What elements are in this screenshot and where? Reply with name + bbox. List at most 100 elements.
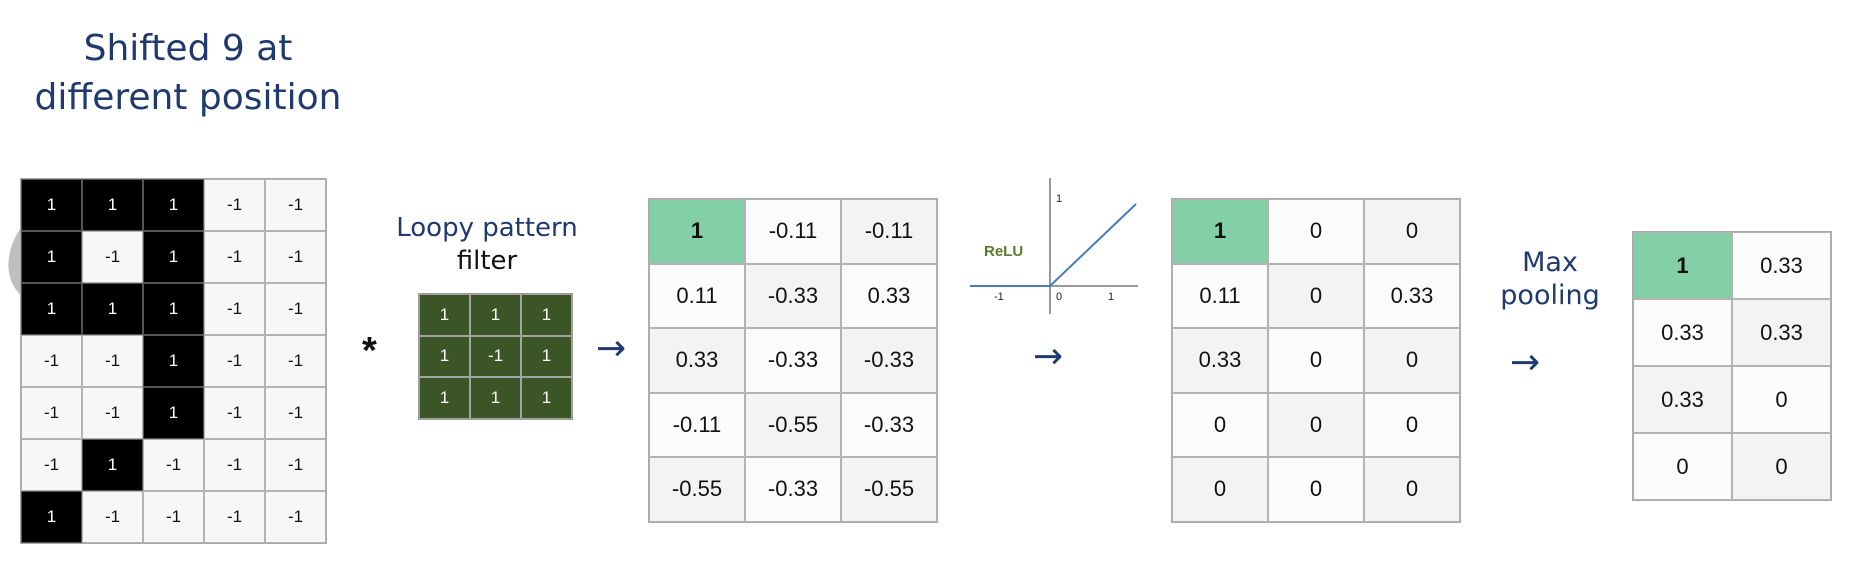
- relu-output-cell: 0: [1268, 263, 1364, 328]
- filter-title-line-1: Loopy pattern: [396, 213, 578, 243]
- input-cell: -1: [21, 387, 82, 439]
- arrow-right-icon: →: [1510, 342, 1541, 383]
- input-cell: -1: [265, 491, 326, 543]
- input-cell: -1: [143, 491, 204, 543]
- conv-output-cell: -0.55: [649, 457, 745, 522]
- pool-output-cell: 0: [1732, 366, 1831, 433]
- conv-output-cell: -0.33: [745, 263, 841, 328]
- input-cell: -1: [265, 387, 326, 439]
- filter-title: Loopy pattern filter: [382, 212, 592, 278]
- relu-plot: ReLU 1 -1 0 1: [970, 178, 1138, 314]
- convolution-operator: *: [362, 330, 377, 372]
- conv-output-cell: 0.11: [649, 263, 745, 328]
- relu-label: ReLU: [984, 243, 1023, 260]
- conv-output-cell: -0.33: [745, 457, 841, 522]
- input-cell: 1: [82, 179, 143, 231]
- filter-title-line-2: filter: [456, 246, 518, 276]
- input-cell: -1: [82, 335, 143, 387]
- pool-output-cell: 0.33: [1732, 299, 1831, 366]
- filter-cell: 1: [419, 335, 470, 377]
- input-cell: -1: [143, 439, 204, 491]
- conv-output-cell: -0.11: [841, 199, 937, 264]
- input-cell: 1: [143, 387, 204, 439]
- pool-label-line-1: Max: [1522, 247, 1578, 278]
- filter-cell: 1: [470, 377, 521, 419]
- input-cell: -1: [204, 231, 265, 283]
- input-cell: 1: [143, 335, 204, 387]
- filter-cell: 1: [470, 294, 521, 336]
- relu-output-cell: 1: [1172, 199, 1268, 264]
- pool-output-cell: 0.33: [1633, 366, 1732, 433]
- conv-output-cell: 1: [649, 199, 745, 264]
- input-cell: 1: [143, 179, 204, 231]
- input-cell: -1: [82, 387, 143, 439]
- relu-output-cell: 0.11: [1172, 263, 1268, 328]
- input-cell: 1: [21, 491, 82, 543]
- relu-output-cell: 0: [1268, 199, 1364, 264]
- input-cell: 1: [143, 283, 204, 335]
- input-cell: -1: [204, 439, 265, 491]
- input-cell: -1: [204, 387, 265, 439]
- input-cell: 1: [143, 231, 204, 283]
- relu-output-cell: 0.33: [1172, 328, 1268, 393]
- conv-output-cell: -0.55: [841, 457, 937, 522]
- input-cell: -1: [82, 231, 143, 283]
- arrow-right-icon: →: [1033, 336, 1064, 377]
- relu-output-cell: 0: [1364, 392, 1460, 457]
- pool-output-cell: 0.33: [1633, 299, 1732, 366]
- relu-output-cell: 0.33: [1364, 263, 1460, 328]
- input-cell: -1: [21, 439, 82, 491]
- filter-cell: 1: [521, 377, 572, 419]
- title-line-2: different position: [34, 77, 342, 118]
- filter-cell: -1: [470, 335, 521, 377]
- conv-output-cell: -0.33: [841, 328, 937, 393]
- input-cell: -1: [204, 283, 265, 335]
- relu-output-cell: 0: [1268, 328, 1364, 393]
- arrow-right-icon: →: [596, 328, 627, 369]
- conv-output-cell: -0.33: [745, 328, 841, 393]
- pool-output-cell: 0.33: [1732, 232, 1831, 299]
- input-cell: -1: [265, 335, 326, 387]
- pool-output-cell: 0: [1732, 433, 1831, 500]
- conv-output-cell: -0.55: [745, 392, 841, 457]
- relu-x-tick-neg1: -1: [994, 291, 1004, 303]
- relu-x-tick-0: 0: [1056, 291, 1062, 303]
- relu-output-cell: 0: [1172, 392, 1268, 457]
- input-cell: 1: [82, 439, 143, 491]
- input-cell: 1: [21, 283, 82, 335]
- pool-label-line-2: pooling: [1500, 280, 1600, 311]
- input-cell: 1: [82, 283, 143, 335]
- relu-output-cell: 0: [1364, 328, 1460, 393]
- input-cell: -1: [21, 335, 82, 387]
- relu-output-cell: 0: [1268, 392, 1364, 457]
- pool-output-cell: 1: [1633, 232, 1732, 299]
- input-cell: -1: [204, 491, 265, 543]
- relu-output-cell: 0: [1268, 457, 1364, 522]
- conv-output-cell: -0.11: [649, 392, 745, 457]
- page-title: Shifted 9 at different position: [8, 24, 368, 122]
- conv-output-cell: -0.11: [745, 199, 841, 264]
- relu-output-cell: 0: [1364, 457, 1460, 522]
- filter-cell: 1: [521, 335, 572, 377]
- relu-y-tick: 1: [1056, 193, 1062, 205]
- filter-cell: 1: [419, 377, 470, 419]
- relu-output-cell: 0: [1364, 199, 1460, 264]
- max-pooling-label: Max pooling: [1480, 246, 1620, 312]
- relu-function-line: [970, 203, 1137, 287]
- relu-x-tick-1: 1: [1108, 291, 1114, 303]
- input-cell: -1: [82, 491, 143, 543]
- filter-cell: 1: [419, 294, 470, 336]
- pool-output-cell: 0: [1633, 433, 1732, 500]
- title-line-1: Shifted 9 at: [83, 28, 293, 69]
- input-cell: 1: [21, 179, 82, 231]
- input-cell: 1: [21, 231, 82, 283]
- input-cell: -1: [204, 179, 265, 231]
- conv-output-cell: -0.33: [841, 392, 937, 457]
- input-cell: -1: [265, 439, 326, 491]
- relu-output-cell: 0: [1172, 457, 1268, 522]
